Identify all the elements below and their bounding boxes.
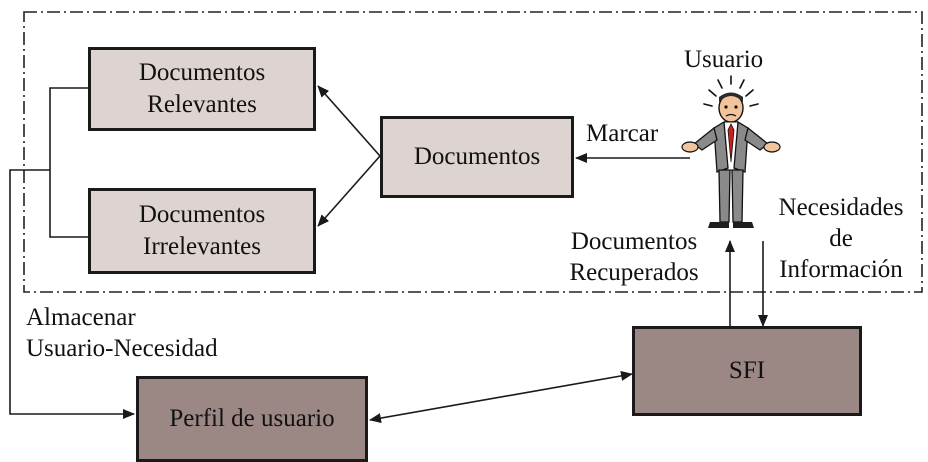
box-label: SFI bbox=[728, 357, 766, 384]
box-line: Documentos bbox=[138, 201, 266, 228]
documentos-irrelevantes-box: Documentos Irrelevantes bbox=[88, 188, 316, 274]
usuario-label: Usuario bbox=[684, 46, 764, 73]
label-line: Información bbox=[779, 256, 903, 283]
box-label: Documentos bbox=[413, 143, 541, 170]
box-line: Relevantes bbox=[147, 91, 257, 118]
user-scope-boundary bbox=[23, 11, 923, 293]
arrow-to-relevantes bbox=[317, 85, 381, 157]
perfil-de-usuario-box: Perfil de usuario bbox=[136, 376, 368, 462]
arrow-perfil-sfi bbox=[369, 370, 633, 424]
documentos-recuperados-label: Documentos Recuperados bbox=[548, 226, 720, 288]
label-line: Recuperados bbox=[569, 259, 699, 286]
category-bracket bbox=[49, 87, 88, 238]
arrow-to-irrelevantes bbox=[317, 155, 381, 227]
documentos-box: Documentos bbox=[380, 116, 574, 198]
label-line: de bbox=[829, 225, 853, 252]
stressed-businessman-icon bbox=[681, 75, 781, 228]
box-line: Irrelevantes bbox=[143, 233, 261, 260]
arrow-almacenar bbox=[9, 169, 135, 419]
necesidades-label: Necesidades de Información bbox=[758, 192, 924, 285]
label-line: Documentos bbox=[570, 228, 698, 255]
label-line: Necesidades bbox=[778, 194, 904, 221]
documentos-relevantes-box: Documentos Relevantes bbox=[88, 47, 316, 131]
box-label: Perfil de usuario bbox=[169, 405, 335, 432]
sfi-box: SFI bbox=[632, 326, 862, 416]
label-line: Usuario-Necesidad bbox=[26, 335, 218, 362]
marcar-label: Marcar bbox=[586, 120, 659, 147]
almacenar-label: Almacenar Usuario-Necesidad bbox=[26, 302, 218, 364]
label-line: Almacenar bbox=[26, 304, 136, 331]
box-line: Documentos bbox=[138, 59, 266, 86]
